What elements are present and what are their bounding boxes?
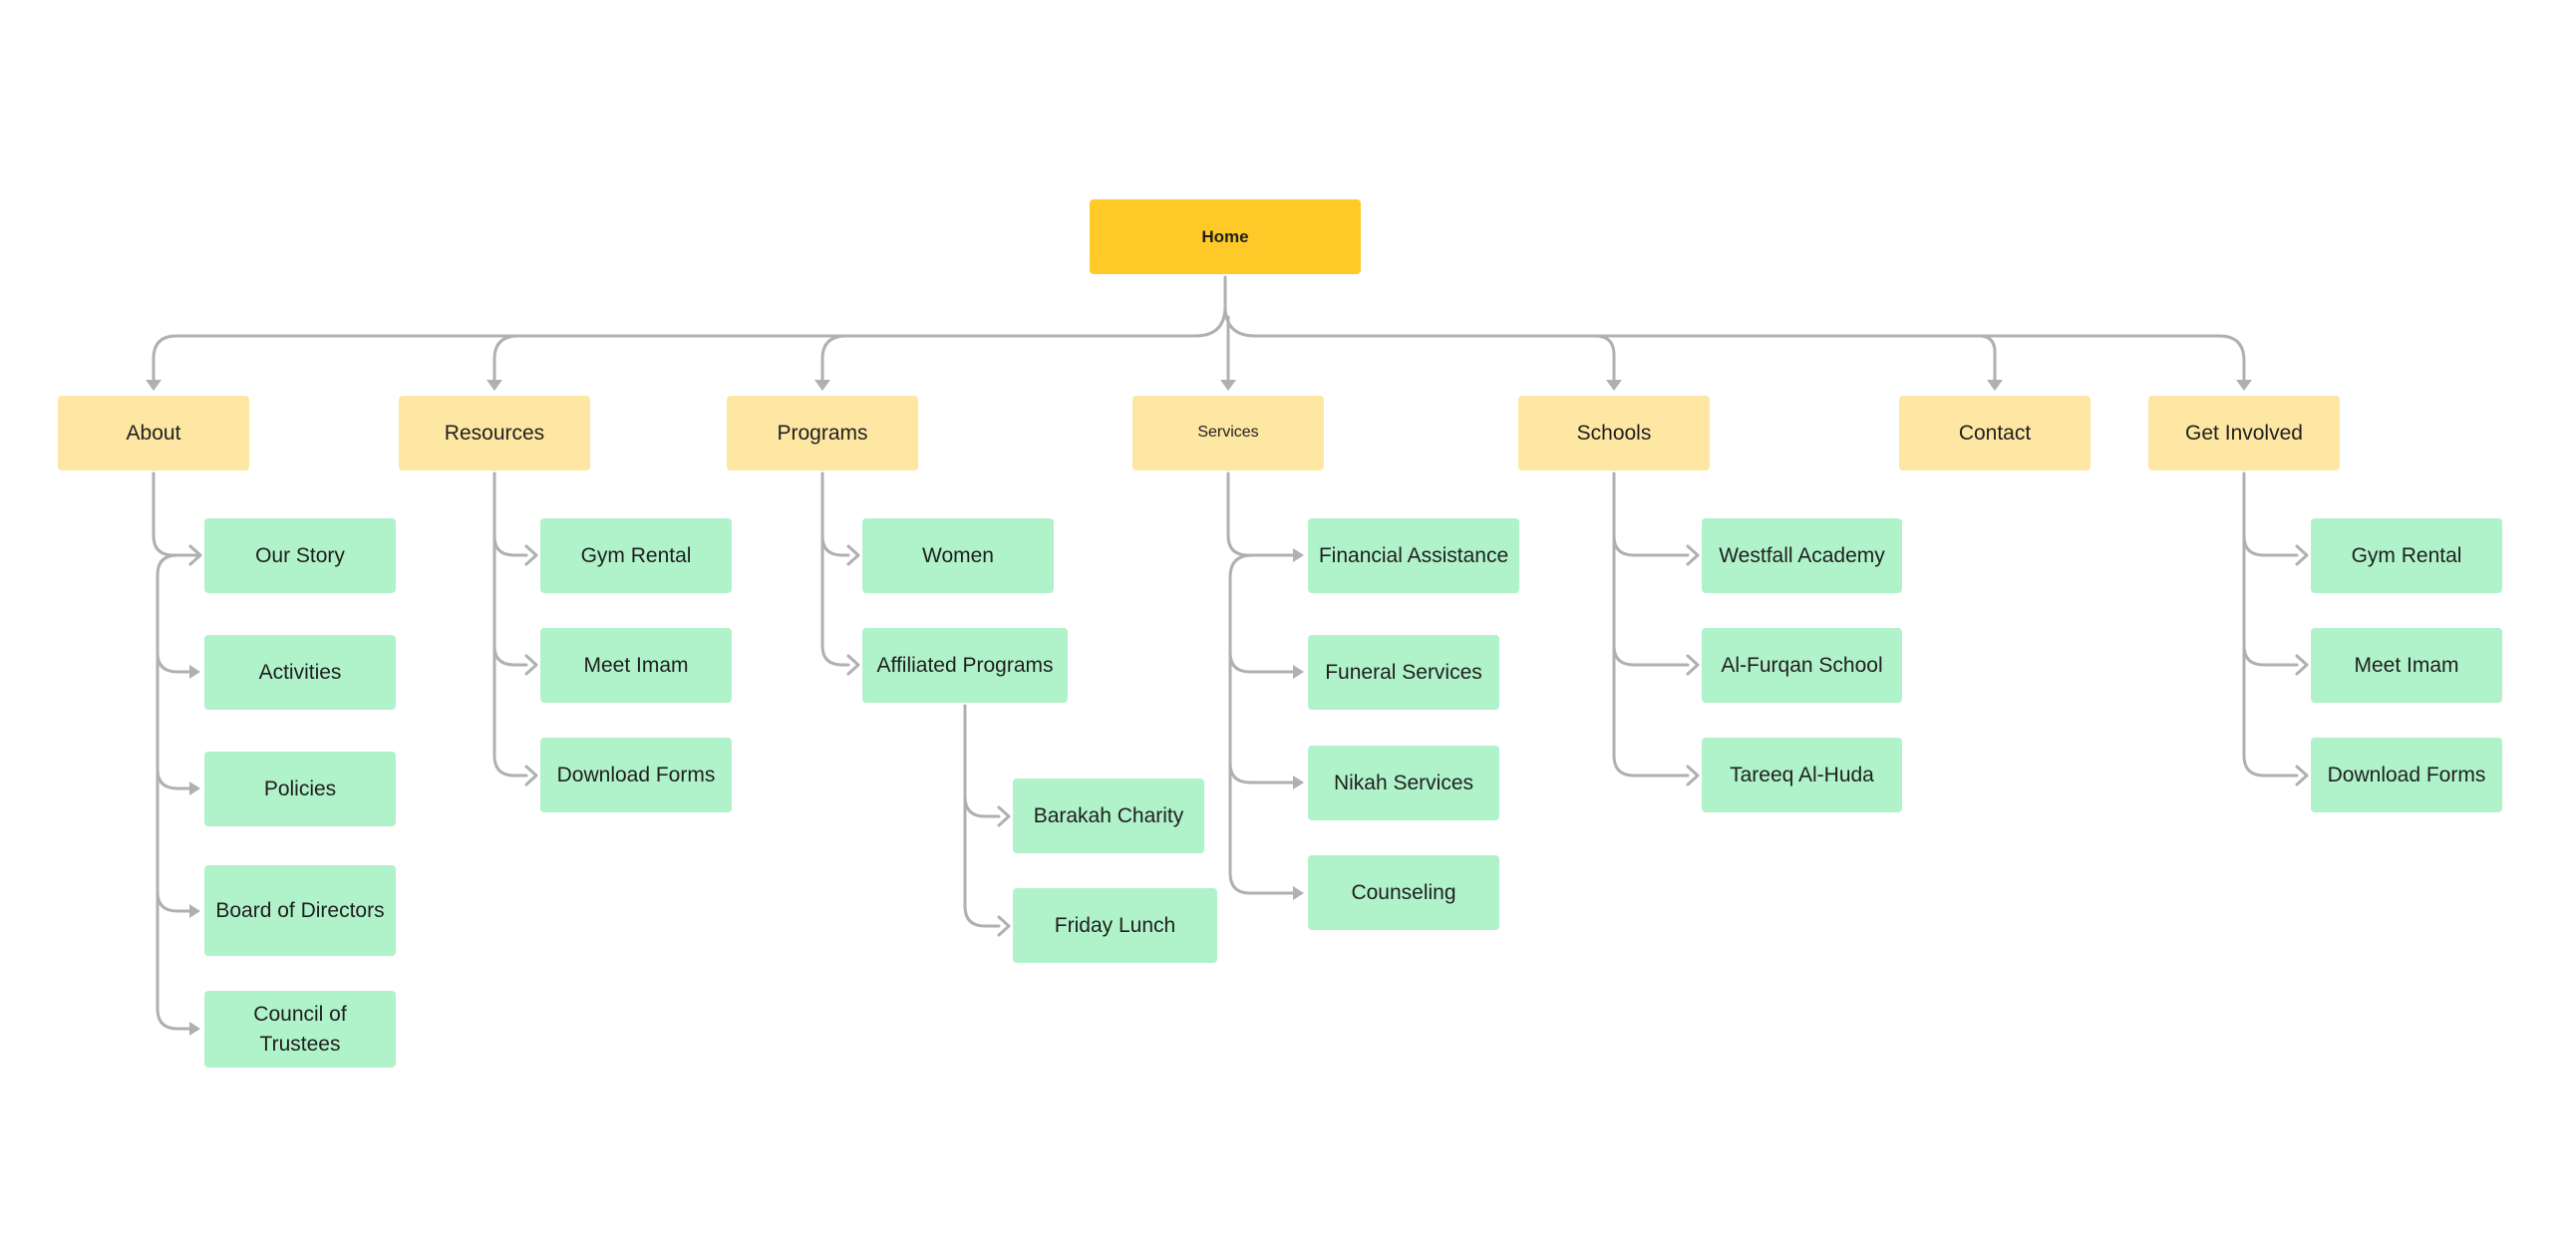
arrowhead: [524, 765, 538, 786]
node-resources-meet-imam: Meet Imam: [540, 628, 732, 703]
node-activities: Activities: [204, 635, 396, 710]
node-resources-download-forms: Download Forms: [540, 738, 732, 812]
arrowhead: [1293, 665, 1304, 679]
connector-services-spine: [1228, 553, 1295, 895]
node-barakah-charity: Barakah Charity: [1013, 779, 1204, 853]
connector-about-our-story: [152, 471, 191, 557]
connector-schools-westfall: [1612, 534, 1690, 557]
arrowhead: [846, 544, 860, 566]
node-funeral-services: Funeral Services: [1308, 635, 1499, 710]
arrowhead: [524, 654, 538, 676]
connector-services-financial: [1226, 471, 1295, 557]
connector-resources-gym: [492, 534, 528, 557]
node-counseling: Counseling: [1308, 855, 1499, 930]
connector-resources-spine: [492, 471, 528, 778]
node-get-involved-download-forms: Download Forms: [2311, 738, 2502, 812]
node-friday-lunch: Friday Lunch: [1013, 888, 1217, 963]
arrowhead: [846, 654, 860, 676]
connector-about-board: [156, 890, 191, 913]
connector-affiliated-barakah: [963, 794, 1001, 818]
node-al-furqan-school: Al-Furqan School: [1702, 628, 1902, 703]
node-council-of-trustees: Council of Trustees: [204, 991, 396, 1068]
connector-schools-spine: [1612, 471, 1690, 778]
node-board-of-directors: Board of Directors: [204, 865, 396, 956]
node-our-story: Our Story: [204, 518, 396, 593]
arrowhead: [189, 1022, 200, 1036]
node-get-involved-gym-rental: Gym Rental: [2311, 518, 2502, 593]
node-resources: Resources: [399, 396, 590, 470]
connector-get-involved-gym: [2242, 534, 2299, 557]
node-westfall-academy: Westfall Academy: [1702, 518, 1902, 593]
node-programs: Programs: [727, 396, 918, 470]
arrowhead: [1686, 544, 1700, 566]
node-services: Services: [1132, 396, 1324, 470]
connector-schools-furqan: [1612, 644, 1690, 667]
connector-home-about: [152, 275, 1227, 389]
connector-home-contact: [1977, 334, 1997, 389]
connector-resources-imam: [492, 644, 528, 667]
node-affiliated-programs: Affiliated Programs: [862, 628, 1068, 703]
connector-home-schools: [1593, 334, 1616, 389]
arrowhead: [1293, 886, 1304, 900]
arrowhead: [1220, 380, 1236, 391]
connector-home-get-involved: [1223, 304, 2246, 389]
node-nikah-services: Nikah Services: [1308, 746, 1499, 820]
arrowhead: [189, 904, 200, 918]
node-tareeq-al-huda: Tareeq Al-Huda: [1702, 738, 1902, 812]
node-schools: Schools: [1518, 396, 1710, 470]
arrowhead: [2295, 654, 2309, 676]
node-women: Women: [862, 518, 1054, 593]
connector-about-policies: [156, 768, 191, 790]
node-resources-gym-rental: Gym Rental: [540, 518, 732, 593]
node-financial-assistance: Financial Assistance: [1308, 518, 1519, 593]
arrowhead: [524, 544, 538, 566]
arrowhead: [1606, 380, 1622, 391]
arrowhead: [997, 805, 1011, 827]
arrowhead: [1293, 776, 1304, 789]
arrowhead: [2295, 765, 2309, 786]
connector-programs-women: [820, 534, 850, 557]
arrowhead: [997, 915, 1011, 937]
node-contact: Contact: [1899, 396, 2091, 470]
arrowhead: [189, 665, 200, 679]
arrowhead: [486, 380, 502, 391]
connector-affiliated-spine: [963, 704, 1001, 928]
connector-about-spine: [156, 553, 202, 1031]
node-about: About: [58, 396, 249, 470]
connector-get-involved-spine: [2242, 471, 2299, 778]
connector-programs-spine: [820, 471, 850, 667]
node-get-involved-meet-imam: Meet Imam: [2311, 628, 2502, 703]
connector-home-resources: [492, 334, 520, 389]
connector-get-involved-imam: [2242, 644, 2299, 667]
arrowhead: [146, 380, 161, 391]
arrowhead: [189, 781, 200, 795]
arrowhead: [1686, 765, 1700, 786]
arrowhead: [2295, 544, 2309, 566]
arrowhead: [1987, 380, 2003, 391]
node-policies: Policies: [204, 752, 396, 826]
arrowhead: [1293, 548, 1304, 562]
connector-about-activities: [156, 651, 191, 674]
arrowhead: [2236, 380, 2252, 391]
arrowhead: [814, 380, 830, 391]
node-home: Home: [1090, 199, 1361, 274]
arrowhead: [1686, 654, 1700, 676]
connector-home-programs: [820, 334, 848, 389]
connector-services-nikah: [1228, 762, 1295, 784]
connector-services-funeral: [1228, 651, 1295, 674]
node-get-involved: Get Involved: [2148, 396, 2340, 470]
